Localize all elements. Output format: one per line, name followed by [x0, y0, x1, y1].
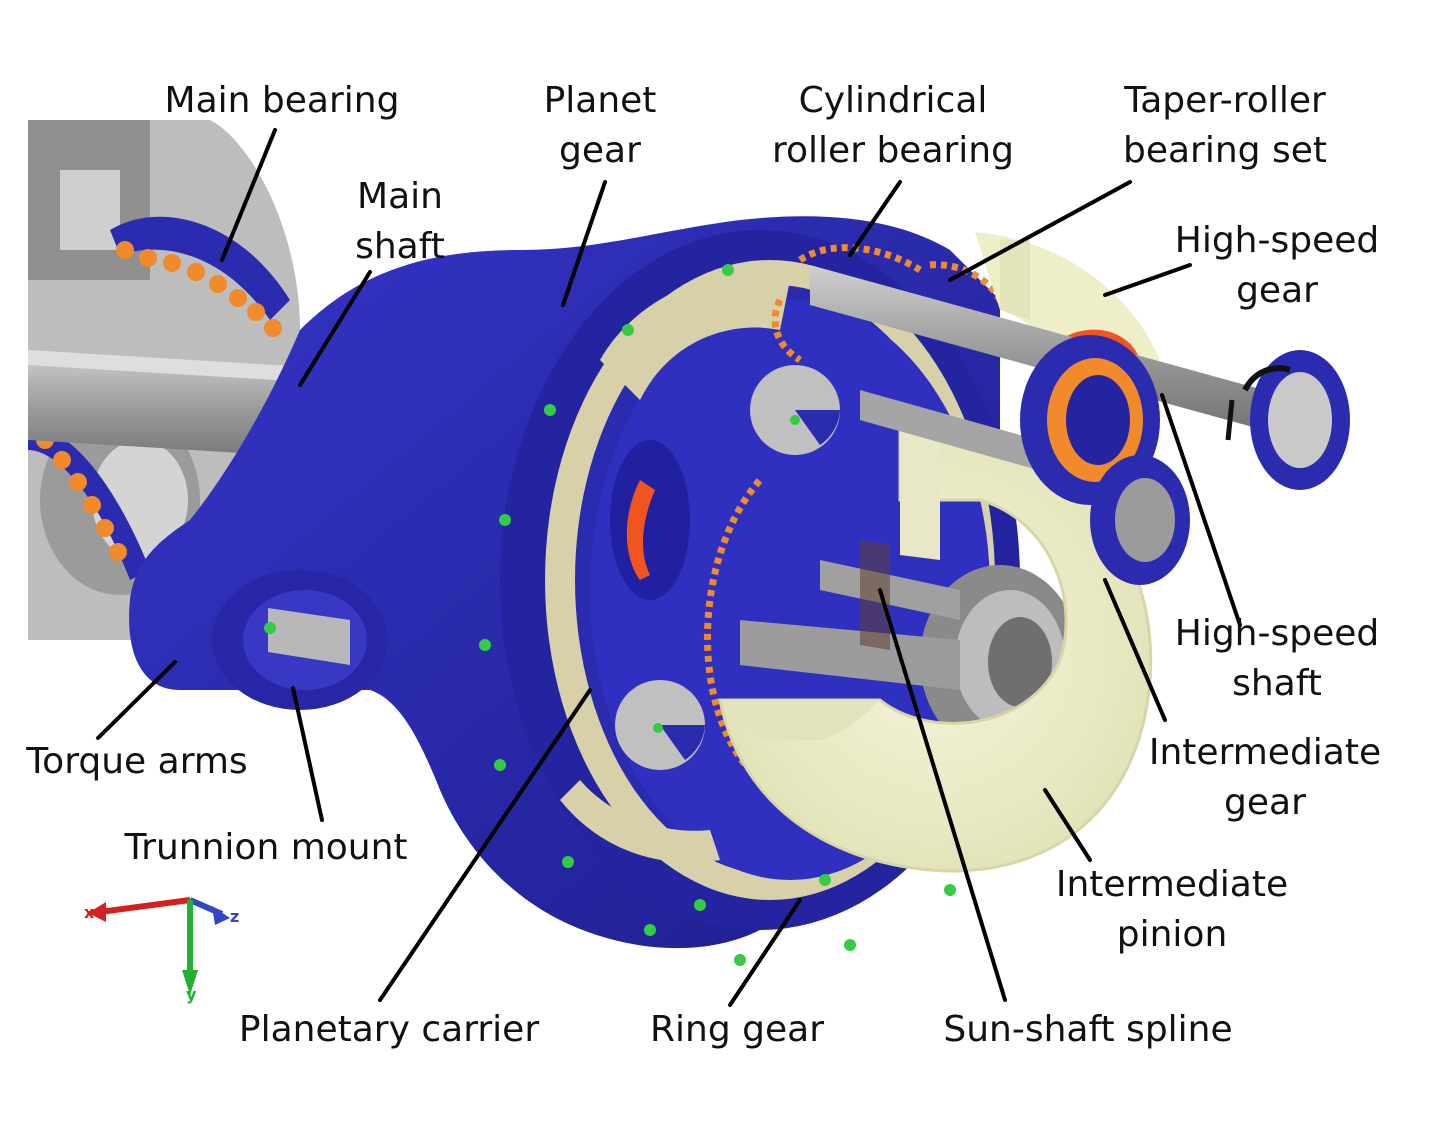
label-trunnion-mount-text: Trunnion mount — [124, 827, 408, 868]
label-ring-gear-text: Ring gear — [650, 1009, 824, 1050]
label-intermediate-pinion-line2: pinion — [1116, 914, 1228, 955]
label-planet-gear-line2: gear — [559, 130, 641, 171]
label-high-speed-shaft-line2: shaft — [1232, 663, 1322, 704]
label-intermediate-gear: Intermediate gear — [1149, 728, 1381, 828]
label-high-speed-gear: High-speed gear — [1175, 216, 1380, 316]
label-intermediate-gear-line1: Intermediate — [1148, 732, 1382, 773]
label-ring-gear: Ring gear — [650, 1005, 824, 1055]
label-main-shaft-line1: Main — [357, 176, 443, 217]
axis-z-label: z — [230, 907, 239, 926]
intermediate-gear — [718, 418, 1153, 873]
label-taper-line2: bearing set — [1123, 130, 1327, 171]
label-torque-arms-text: Torque arms — [26, 741, 248, 782]
label-cylindrical-line2: roller bearing — [772, 130, 1014, 171]
label-high-speed-gear-line1: High-speed — [1174, 220, 1380, 261]
label-main-shaft-line2: shaft — [355, 226, 445, 267]
leader-planet-gear — [561, 180, 607, 307]
leader-cylindrical-roller-bearing — [848, 180, 902, 257]
axis-x-label: x — [84, 903, 95, 922]
label-planetary-carrier: Planetary carrier — [239, 1005, 539, 1055]
leader-intermediate-gear — [1103, 578, 1167, 722]
label-high-speed-gear-line2: gear — [1236, 270, 1318, 311]
label-trunnion-mount: Trunnion mount — [124, 823, 407, 873]
taper-roller-bearing-set — [1020, 335, 1190, 585]
label-planet-gear-line1: Planet — [543, 80, 657, 121]
label-sun-shaft-spline-text: Sun-shaft spline — [943, 1009, 1233, 1050]
label-main-bearing: Main bearing — [165, 76, 400, 126]
label-cylindrical-line1: Cylindrical — [798, 80, 988, 121]
leader-planetary-carrier — [378, 688, 592, 1002]
label-intermediate-pinion-line1: Intermediate — [1055, 864, 1289, 905]
label-main-bearing-text: Main bearing — [164, 80, 400, 121]
constraint-markers — [264, 264, 956, 966]
label-intermediate-pinion: Intermediate pinion — [1056, 860, 1288, 960]
label-planet-gear: Planet gear — [544, 76, 657, 176]
leader-intermediate-pinion — [1043, 788, 1092, 862]
leader-sun-shaft-spline — [878, 588, 1007, 1002]
label-torque-arms: Torque arms — [26, 737, 247, 787]
axis-y-label: y — [186, 985, 197, 1004]
leader-high-speed-shaft — [1160, 393, 1242, 627]
leader-torque-arms — [96, 660, 177, 740]
leader-lines — [96, 128, 1242, 1007]
leader-ring-gear — [728, 898, 802, 1007]
leader-taper-roller-bearing-set — [948, 180, 1132, 282]
label-main-shaft: Main shaft — [355, 172, 445, 272]
label-high-speed-shaft-line1: High-speed — [1174, 613, 1380, 654]
axis-triad: x z y — [84, 897, 239, 1004]
label-high-speed-shaft: High-speed shaft — [1175, 609, 1380, 709]
label-intermediate-gear-line2: gear — [1224, 782, 1306, 823]
label-sun-shaft-spline: Sun-shaft spline — [943, 1005, 1232, 1055]
leader-main-bearing — [220, 128, 277, 262]
planet-gear — [560, 273, 790, 863]
leader-high-speed-gear — [1103, 263, 1192, 297]
label-planetary-carrier-text: Planetary carrier — [238, 1009, 540, 1050]
leader-main-shaft — [298, 270, 372, 387]
label-taper-roller-bearing-set: Taper-roller bearing set — [1123, 76, 1327, 176]
label-taper-line1: Taper-roller — [1124, 80, 1326, 121]
leader-trunnion-mount — [291, 686, 324, 822]
label-cylindrical-roller-bearing: Cylindrical roller bearing — [772, 76, 1014, 176]
